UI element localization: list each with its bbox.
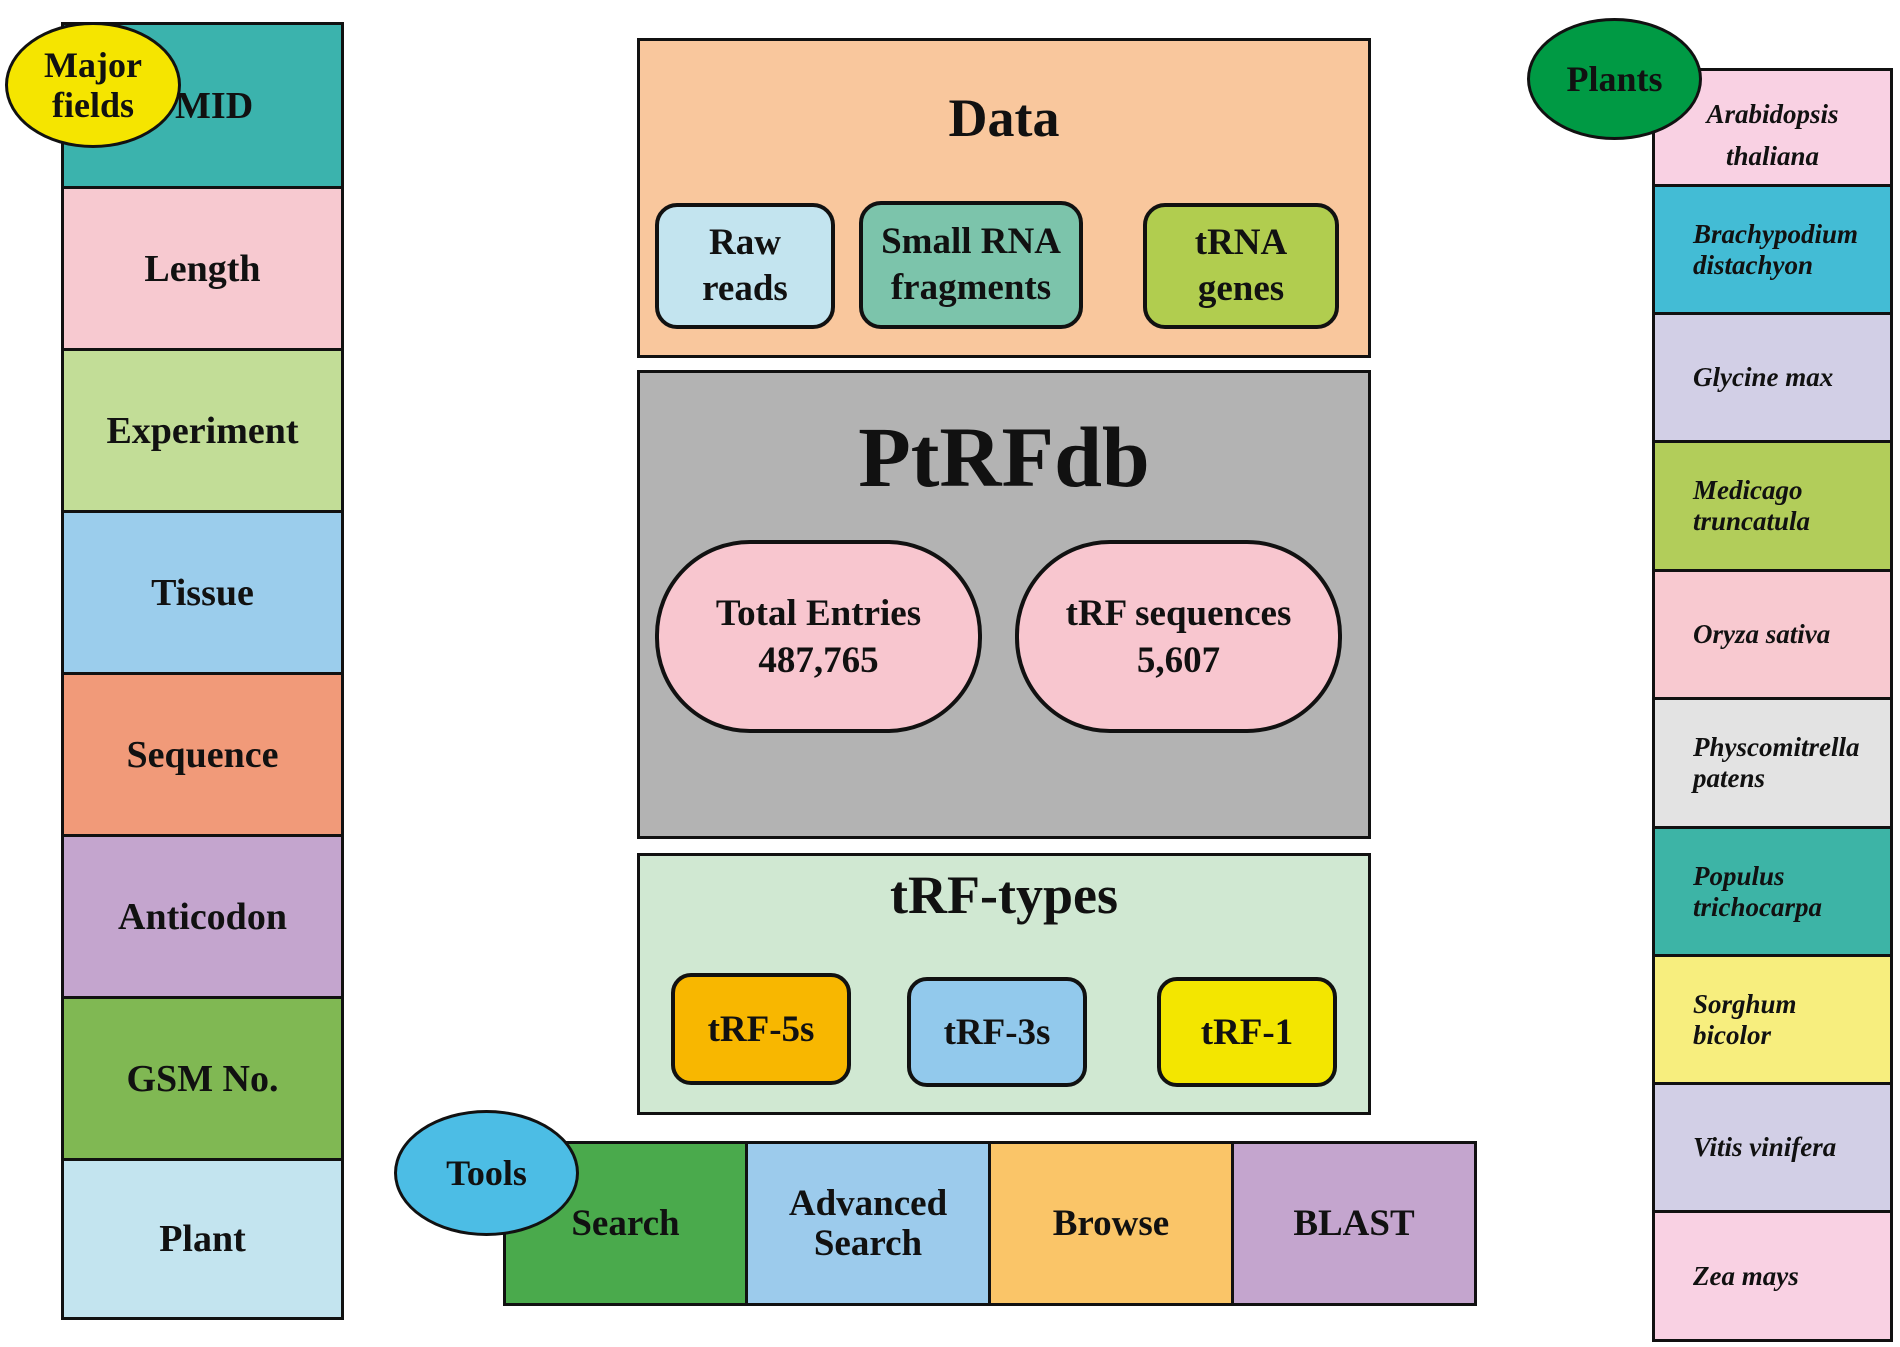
field-label: Length bbox=[144, 247, 261, 290]
tools-badge: Tools bbox=[394, 1110, 579, 1236]
plant-label: Vitis vinifera bbox=[1693, 1132, 1837, 1162]
field-anticodon: Anticodon bbox=[64, 837, 341, 999]
plant-label: Arabidopsis thaliana bbox=[1706, 98, 1839, 171]
ptrfdb-title: PtRFdb bbox=[858, 409, 1150, 505]
field-sequence: Sequence bbox=[64, 675, 341, 837]
field-tissue: Tissue bbox=[64, 513, 341, 675]
stat-label: tRF sequences bbox=[1065, 592, 1292, 634]
plant-vitis-vinifera: Vitis vinifera bbox=[1655, 1085, 1890, 1213]
field-label: Anticodon bbox=[118, 895, 287, 938]
plant-label: Brachypodium distachyon bbox=[1693, 218, 1859, 280]
stat-total-entries: Total Entries 487,765 bbox=[655, 540, 982, 733]
plant-glycine-max: Glycine max bbox=[1655, 315, 1890, 443]
plant-label: Sorghum bicolor bbox=[1693, 988, 1797, 1050]
type-chip-trf-5s: tRF-5s bbox=[671, 973, 851, 1085]
plant-label: Medicago truncatula bbox=[1693, 475, 1811, 536]
stat-value: 5,607 bbox=[1136, 639, 1221, 681]
tool-label: Advanced Search bbox=[788, 1182, 948, 1264]
type-chip-trf-1: tRF-1 bbox=[1157, 977, 1337, 1087]
plant-physcomitrella-patens: Physcomitrella patens bbox=[1655, 700, 1890, 829]
field-label: Experiment bbox=[106, 409, 299, 452]
plant-oryza-sativa: Oryza sativa bbox=[1655, 572, 1890, 700]
plants-badge: Plants bbox=[1527, 18, 1702, 140]
field-label: Sequence bbox=[126, 733, 279, 776]
plant-populus-trichocarpa: Populus trichocarpa bbox=[1655, 829, 1890, 957]
field-label: Tissue bbox=[151, 571, 254, 614]
plant-brachypodium-distachyon: Brachypodium distachyon bbox=[1655, 187, 1890, 315]
plant-zea-mays: Zea mays bbox=[1655, 1213, 1890, 1339]
tool-label: Search bbox=[571, 1202, 680, 1244]
chip-line: Small RNA bbox=[881, 221, 1061, 262]
chip-line: tRNA bbox=[1194, 222, 1288, 263]
tools-bar: Search Advanced Search Browse BLAST bbox=[503, 1141, 1477, 1306]
data-chip-small-rna-fragments: Small RNA fragments bbox=[859, 201, 1083, 329]
type-label: tRF-5s bbox=[707, 1008, 815, 1050]
tool-advanced-search[interactable]: Advanced Search bbox=[748, 1144, 991, 1303]
tools-label: Tools bbox=[446, 1153, 527, 1193]
trf-types-title: tRF-types bbox=[890, 865, 1118, 925]
tool-browse[interactable]: Browse bbox=[991, 1144, 1234, 1303]
plant-medicago-truncatula: Medicago truncatula bbox=[1655, 443, 1890, 572]
plant-sorghum-bicolor: Sorghum bicolor bbox=[1655, 957, 1890, 1085]
plant-label: Zea mays bbox=[1693, 1260, 1799, 1291]
major-fields-badge: Major fields bbox=[5, 22, 181, 148]
data-chip-trna-genes: tRNA genes bbox=[1143, 203, 1339, 329]
tool-label: Browse bbox=[1052, 1202, 1170, 1244]
plant-label: Physcomitrella patens bbox=[1693, 732, 1860, 793]
field-length: Length bbox=[64, 189, 341, 351]
stat-trf-sequences: tRF sequences 5,607 bbox=[1015, 540, 1342, 733]
tool-blast[interactable]: BLAST bbox=[1234, 1144, 1474, 1303]
major-fields-column: PMID Length Experiment Tissue Sequence A… bbox=[61, 22, 344, 1320]
chip-line: genes bbox=[1197, 268, 1285, 309]
data-chip-raw-reads: Raw reads bbox=[655, 203, 835, 329]
field-plant: Plant bbox=[64, 1161, 341, 1317]
plants-column: Arabidopsis thaliana Brachypodium distac… bbox=[1652, 68, 1893, 1342]
ptrfdb-panel: PtRFdb Total Entries 487,765 tRF sequence… bbox=[637, 370, 1371, 839]
chip-line: Raw bbox=[709, 222, 781, 263]
tool-label: BLAST bbox=[1293, 1202, 1415, 1244]
data-panel: Data Raw reads Small RNA fragments tRNA gen… bbox=[637, 38, 1371, 358]
field-gsm-no: GSM No. bbox=[64, 999, 341, 1161]
field-label: Plant bbox=[159, 1218, 246, 1260]
plant-label: Populus trichocarpa bbox=[1693, 860, 1823, 922]
data-title: Data bbox=[948, 88, 1060, 148]
plant-label: Glycine max bbox=[1693, 362, 1834, 392]
major-fields-label: Major fields bbox=[44, 45, 142, 125]
field-label: GSM No. bbox=[126, 1057, 279, 1100]
type-label: tRF-3s bbox=[943, 1011, 1051, 1053]
plants-label: Plants bbox=[1566, 59, 1663, 99]
field-experiment: Experiment bbox=[64, 351, 341, 513]
plant-label: Oryza sativa bbox=[1693, 619, 1831, 649]
type-label: tRF-1 bbox=[1200, 1011, 1294, 1053]
chip-line: reads bbox=[702, 268, 788, 309]
stat-value: 487,765 bbox=[758, 639, 879, 681]
stat-label: Total Entries bbox=[715, 592, 922, 634]
trf-types-panel: tRF-types tRF-5s tRF-3s tRF-1 bbox=[637, 853, 1371, 1115]
type-chip-trf-3s: tRF-3s bbox=[907, 977, 1087, 1087]
chip-line: fragments bbox=[890, 267, 1052, 308]
